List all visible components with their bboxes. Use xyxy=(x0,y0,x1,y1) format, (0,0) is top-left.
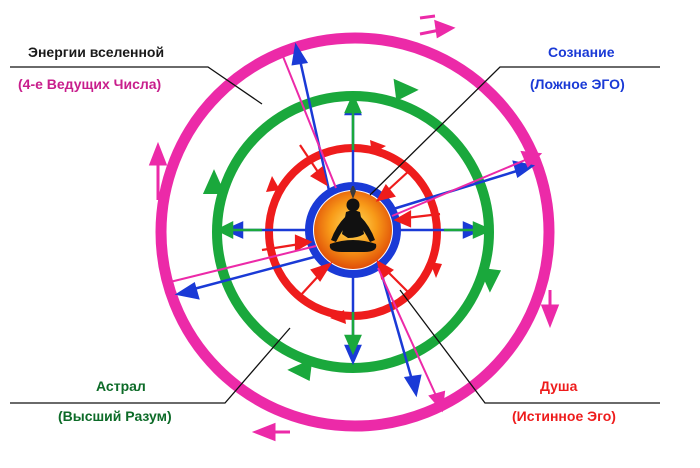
soul-title: Душа xyxy=(540,378,578,394)
radial-magenta-arrows xyxy=(169,53,543,413)
meditating-figure-icon xyxy=(329,184,377,252)
leader-lines xyxy=(10,66,660,404)
outer-magenta-ring xyxy=(155,32,555,432)
consciousness-subtitle: (Ложное ЭГО) xyxy=(530,76,625,92)
astral-title: Астрал xyxy=(96,378,146,394)
energy-subtitle: (4-е Ведущих Числа) xyxy=(18,76,162,92)
energy-title: Энергии вселенной xyxy=(28,44,165,60)
astral-subtitle: (Высший Разум) xyxy=(58,408,172,424)
ring-flow-arrows xyxy=(148,14,560,442)
consciousness-title: Сознание xyxy=(548,44,615,60)
radial-green-arrows xyxy=(215,92,494,356)
soul-subtitle: (Истинное Эго) xyxy=(512,408,616,424)
